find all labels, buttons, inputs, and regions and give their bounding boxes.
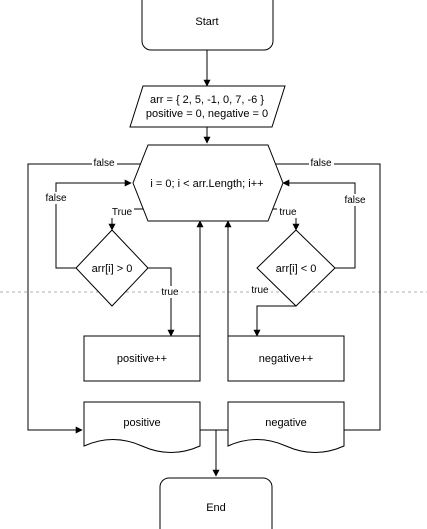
edge-label-loop-true-left: True [112,207,133,218]
loop-label: i = 0; i < arr.Length; i++ [150,178,263,190]
cond-pos-node [75,229,149,307]
cond-neg-node [256,229,336,307]
edge-label-loop-false-left: false [93,158,115,169]
edge-label-cond-neg-false: false [344,195,366,206]
end-node [159,477,273,529]
out-neg-label: negative [265,417,307,429]
edge-loop-false-left [27,163,147,434]
out-pos-node [83,401,201,453]
cond-neg-label: arr[i] < 0 [276,263,317,275]
init-node [129,85,286,128]
out-neg-node [227,401,345,453]
edge-cond-neg-true [253,305,296,337]
edge-label-loop-true-right: true [279,207,297,218]
out-pos-label: positive [123,417,160,429]
inc-neg-node [227,335,345,382]
cond-pos-label: arr[i] > 0 [92,263,133,275]
edge-label-cond-pos-false: false [45,193,67,204]
end-label: End [206,502,226,514]
loop-node [132,144,284,222]
init-label-line2: positive = 0, negative = 0 [146,108,268,120]
edge-label-cond-neg-true: true [251,285,269,296]
init-label-line1: arr = { 2, 5, -1, 0, 7, -6 } [150,94,264,106]
edge-label-loop-false-right: false [310,158,332,169]
edge-label-cond-pos-true: true [161,287,179,298]
inc-pos-label: positive++ [117,353,167,365]
edge-cond-neg-false [282,179,356,269]
start-label: Start [195,16,218,28]
edge-cond-pos-true [148,267,175,337]
inc-neg-label: negative++ [259,353,313,365]
edge-cond-pos-false [55,179,132,269]
start-node [141,0,274,51]
inc-pos-node [83,335,201,382]
